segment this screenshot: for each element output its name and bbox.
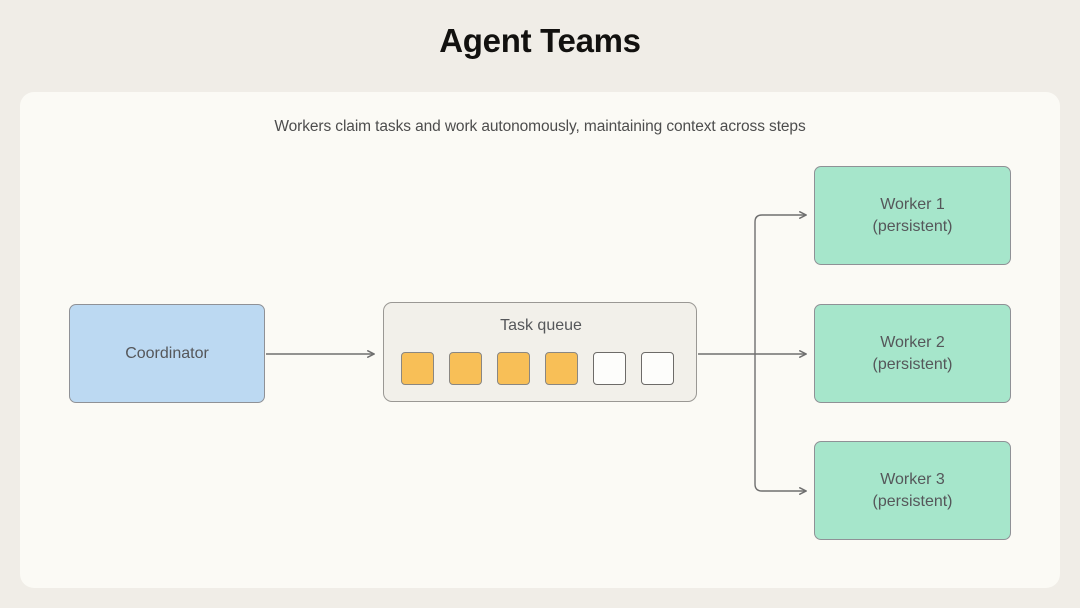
node-task-queue[interactable]: Task queue: [383, 302, 697, 402]
task-queue-slots: [401, 352, 674, 385]
worker-3-name: Worker 3: [880, 470, 945, 488]
node-worker-2[interactable]: Worker 2 (persistent): [814, 304, 1011, 403]
task-queue-label: Task queue: [500, 317, 582, 334]
worker-3-state: (persistent): [872, 492, 953, 510]
worker-2-name: Worker 2: [880, 333, 945, 351]
worker-1-state: (persistent): [872, 217, 953, 235]
task-slot-empty-5[interactable]: [593, 352, 626, 385]
page-title: Agent Teams: [439, 22, 641, 59]
task-slot-filled-2[interactable]: [449, 352, 482, 385]
diagram-subtitle: Workers claim tasks and work autonomousl…: [274, 118, 806, 135]
worker-1-name: Worker 1: [880, 195, 945, 213]
node-worker-3[interactable]: Worker 3 (persistent): [814, 441, 1011, 540]
node-coordinator-label: Coordinator: [125, 344, 209, 362]
task-slot-filled-3[interactable]: [497, 352, 530, 385]
task-slot-filled-1[interactable]: [401, 352, 434, 385]
node-worker-1[interactable]: Worker 1 (persistent): [814, 166, 1011, 265]
node-coordinator[interactable]: Coordinator: [69, 304, 265, 403]
task-slot-empty-6[interactable]: [641, 352, 674, 385]
worker-2-state: (persistent): [872, 355, 953, 373]
task-slot-filled-4[interactable]: [545, 352, 578, 385]
